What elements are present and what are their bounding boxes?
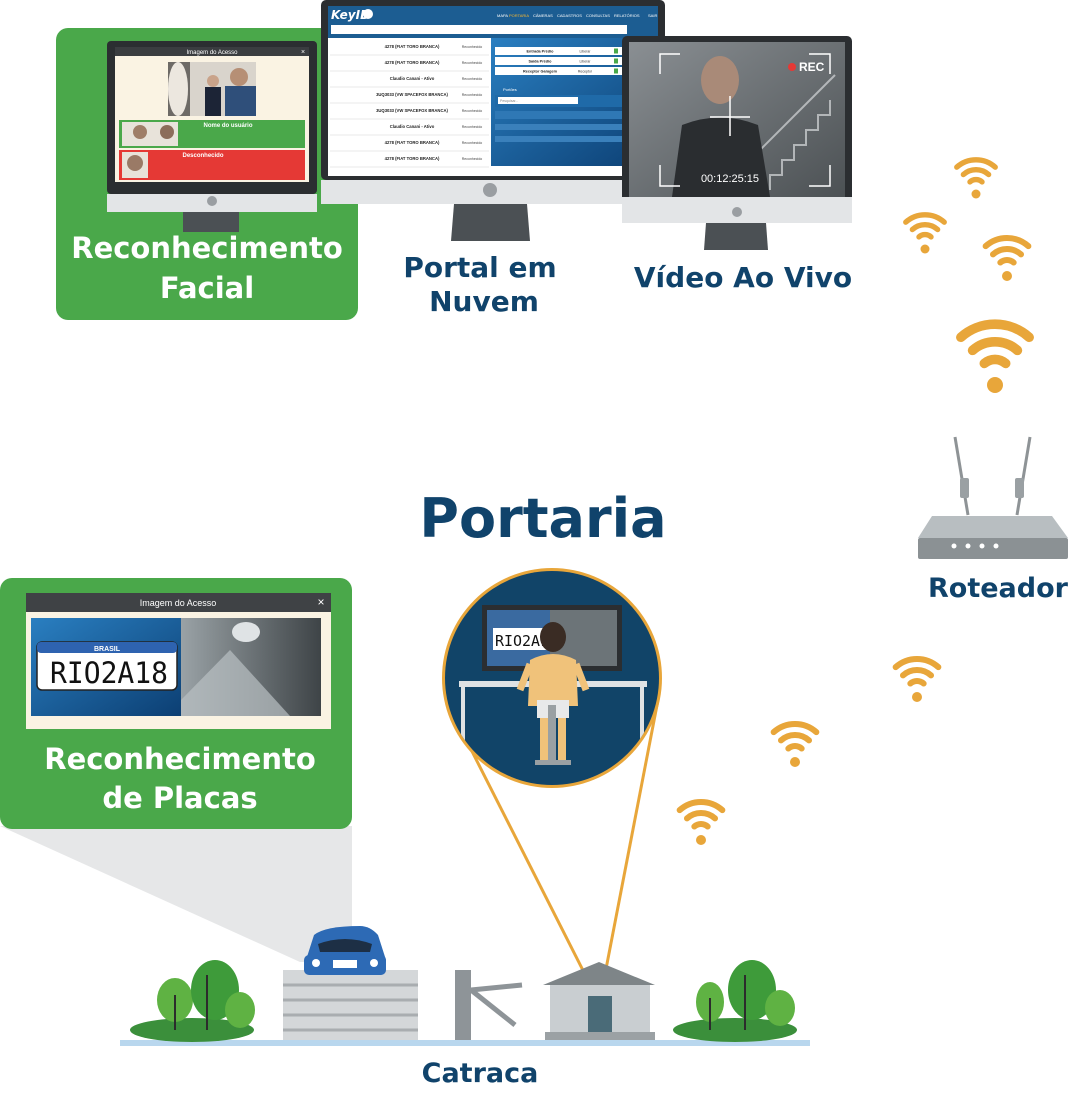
portal-list-item-title: 4278 (FIAT TORO BRANCA): [385, 60, 440, 65]
portal-list-item-status: Reconhecido: [462, 109, 482, 113]
facial-label-line2: Facial: [160, 271, 254, 305]
wifi-icon: [956, 319, 1034, 393]
wifi-signals: [676, 157, 1034, 845]
portal-nav-portaria[interactable]: PORTARIA: [509, 13, 529, 18]
portal-list-item-title: Claudio Canani - Ativo: [390, 76, 435, 81]
wifi-icon: [892, 656, 942, 702]
wifi-icon: [982, 235, 1032, 281]
portal-access-action[interactable]: Liberar: [580, 60, 592, 64]
portal-nav-sair[interactable]: SAIR: [648, 13, 657, 18]
rec-indicator-icon: [788, 63, 796, 71]
facial-row-known-name: Nome do usuário: [203, 123, 252, 129]
portal-label-line2: Nuvem: [429, 285, 539, 318]
router-icon: [918, 436, 1068, 559]
portal-access-action-icon[interactable]: [614, 48, 618, 54]
portal-nav-cadastros[interactable]: CADASTROS: [557, 13, 582, 18]
camera-crosshair: [659, 53, 831, 187]
portal-nav-consultas[interactable]: CONSULTAS: [586, 13, 610, 18]
rec-label: REC: [799, 60, 825, 74]
facial-label-line1: Reconhecimento: [71, 231, 343, 265]
portal-brand-logo: KeyID: [331, 8, 370, 22]
portal-list-item-title: 4278 (FIAT TORO BRANCA): [385, 44, 440, 49]
turnstile-icon: [455, 970, 523, 1040]
facial-window-title: Imagem do Acesso: [186, 50, 238, 56]
wifi-icon: [903, 212, 947, 254]
portal-label-line1: Portal em: [403, 251, 556, 284]
portal-access-name: Saída Prédio: [528, 60, 552, 64]
portal-section-portoes: Portões: [503, 87, 517, 92]
portal-access-action[interactable]: Receptor: [578, 70, 593, 74]
plate-label-line2: de Placas: [102, 781, 257, 815]
portal-list-item[interactable]: 4278 (FIAT TORO BRANCA) Reconhecido: [330, 44, 489, 56]
portal-list-item[interactable]: 4278 (FIAT TORO BRANCA) Reconhecido: [330, 60, 489, 72]
router-label: Roteador: [928, 573, 1069, 604]
portal-list-item-title: 3UQ3033 (VW SPACEFOX BRANCA): [376, 92, 448, 97]
portal-list-item-title: 4278 (FIAT TORO BRANCA): [385, 156, 440, 161]
plate-label-line1: Reconhecimento: [44, 742, 316, 776]
facial-close-icon[interactable]: ×: [301, 49, 305, 56]
vehicle-gate: [283, 970, 418, 1040]
portal-list-item[interactable]: 3UQ3033 (VW SPACEFOX BRANCA) Reconhecido: [330, 92, 489, 104]
portal-access-row[interactable]: [495, 47, 655, 55]
ground-scene: [120, 926, 810, 1046]
operator-zoom-circle: RIO2A1: [442, 568, 662, 788]
plate-close-icon[interactable]: ×: [317, 595, 324, 609]
car-icon: [304, 926, 386, 975]
cloud-portal-monitor: KeyID MAPA PORTARIA CÂMERAS CADASTROS CO…: [321, 0, 665, 318]
portal-access-name: Receptor Garagem: [523, 70, 558, 74]
portal-select[interactable]: [331, 25, 627, 34]
plate-number: RIO2A18: [50, 656, 168, 690]
portal-list-item[interactable]: Claudio Canani - Ativo Reconhecido: [330, 76, 489, 88]
catraca-label: Catraca: [422, 1058, 539, 1089]
portal-access-row[interactable]: [495, 57, 655, 65]
portal-nav-mapa[interactable]: MAPA: [497, 13, 508, 18]
portal-search-placeholder: Pesquisar...: [500, 99, 518, 103]
portal-list-item[interactable]: 4278 (FIAT TORO BRANCA) Reconhecido: [330, 140, 489, 152]
facial-row-unknown: [119, 150, 305, 180]
portal-list-item[interactable]: Claudio Canani - Ativo Reconhecido: [330, 124, 489, 136]
portal-access-action-icon[interactable]: [614, 58, 618, 64]
video-timestamp: 00:12:25:15: [701, 173, 759, 185]
portal-list-item-title: 3UQ3033 (VW SPACEFOX BRANCA): [376, 108, 448, 113]
video-label: Vídeo Ao Vivo: [634, 261, 852, 294]
portal-list-item[interactable]: 3UQ3033 (VW SPACEFOX BRANCA) Reconhecido: [330, 108, 489, 120]
portal-nav-relatorios[interactable]: RELATÓRIOS: [614, 13, 640, 18]
portal-list-item-status: Reconhecido: [462, 77, 482, 81]
live-video-monitor: REC 00:12:25:15 Vídeo Ao Vivo: [622, 36, 852, 294]
facial-row-unknown-name: Desconhecido: [182, 153, 223, 159]
trees-right: [673, 960, 797, 1042]
portal-list-item-status: Reconhecido: [462, 141, 482, 145]
trees-left: [130, 960, 255, 1042]
portal-list-item-title: Claudio Canani - Ativo: [390, 124, 435, 129]
portal-access-name: Entrada Prédio: [526, 50, 554, 54]
portal-list-item-status: Reconhecido: [462, 45, 482, 49]
portal-list-item[interactable]: 4278 (FIAT TORO BRANCA) Reconhecido: [330, 156, 489, 168]
portaria-title: Portaria: [419, 487, 666, 550]
facial-recognition-card: Imagem do Acesso × Nome do usuário Desco…: [56, 28, 358, 320]
zoom-plate-text: RIO2A1: [495, 632, 549, 650]
portal-search-input[interactable]: [498, 97, 578, 104]
plate-window-title: Imagem do Acesso: [140, 598, 217, 608]
wifi-icon: [954, 157, 998, 199]
portal-list-item-status: Reconhecido: [462, 93, 482, 97]
portal-access-row[interactable]: [495, 67, 655, 75]
plate-recognition-card: Imagem do Acesso × BRASIL RIO2A18 Reconh…: [0, 578, 352, 962]
wifi-icon: [676, 799, 726, 845]
portal-list-item-status: Reconhecido: [462, 61, 482, 65]
portal-nav-cameras[interactable]: CÂMERAS: [533, 13, 553, 18]
portal-list-item-status: Reconhecido: [462, 125, 482, 129]
guardhouse-icon: [543, 962, 655, 1040]
wifi-icon: [770, 721, 820, 767]
portal-access-action-icon[interactable]: [614, 68, 618, 74]
portal-list-item-status: Reconhecido: [462, 157, 482, 161]
portal-list-item-title: 4278 (FIAT TORO BRANCA): [385, 140, 440, 145]
plate-country: BRASIL: [94, 646, 121, 653]
portal-access-action[interactable]: Liberar: [580, 50, 592, 54]
